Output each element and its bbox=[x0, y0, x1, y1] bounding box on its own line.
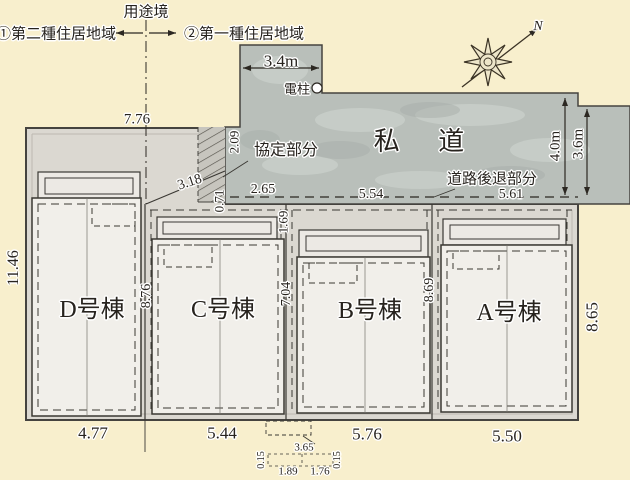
lot-a-building bbox=[440, 218, 573, 413]
dim-detail-side-left: 0.15 bbox=[256, 451, 267, 469]
lot-a-label: A号棟 bbox=[476, 300, 542, 326]
agreement-leader bbox=[222, 160, 249, 178]
dim-setback-seg1: 2.65 bbox=[250, 182, 276, 197]
compass-icon bbox=[461, 28, 538, 88]
lot-c-building bbox=[151, 216, 285, 415]
road-outer-width-label: 4.0m bbox=[547, 130, 564, 162]
dim-lot-d-width: 4.77 bbox=[78, 423, 108, 443]
dimension-arrows bbox=[116, 30, 590, 195]
agreement-label: 協定部分 bbox=[253, 142, 319, 159]
dim-right-height: 8.65 bbox=[582, 302, 602, 332]
boundary-detail bbox=[265, 420, 334, 467]
dim-lot-c-width: 5.44 bbox=[207, 423, 237, 443]
dim-setback-seg2: 5.54 bbox=[358, 187, 384, 202]
zone-right-label: ②第一種住居地域 bbox=[183, 26, 305, 43]
lot-d-label: D号棟 bbox=[59, 297, 125, 323]
dim-detail-total: 3.65 bbox=[294, 441, 314, 454]
dim-lot-b-width: 5.76 bbox=[352, 424, 382, 444]
road-texture bbox=[240, 56, 590, 189]
setback-leader bbox=[433, 188, 456, 198]
dim-c-top-offset: 1.69 bbox=[275, 210, 291, 234]
dim-agreement-height: 2.09 bbox=[226, 130, 242, 154]
dim-dc-height: 8.76 bbox=[139, 283, 154, 309]
compass-north-label: N bbox=[533, 19, 543, 34]
dim-detail-right: 1.76 bbox=[310, 465, 330, 478]
dim-setback-seg3: 5.61 bbox=[498, 187, 524, 202]
agreement-hatch bbox=[197, 127, 225, 203]
utility-pole-label: 電柱 bbox=[283, 81, 311, 97]
dim-left-height: 11.46 bbox=[5, 250, 22, 286]
use-boundary-label: 用途境 bbox=[123, 4, 169, 21]
diagonal-boundary bbox=[145, 170, 226, 205]
zone-left-label: ①第二種住居地域 bbox=[0, 26, 117, 43]
road-name-label: 私 道 bbox=[373, 127, 481, 156]
dim-detail-left: 1.89 bbox=[278, 465, 298, 478]
utility-pole-icon bbox=[311, 82, 323, 94]
road-inner-width-label: 3.6m bbox=[570, 128, 587, 160]
lot-d-building bbox=[31, 171, 142, 417]
road-area bbox=[224, 44, 630, 205]
dim-lot-a-width: 5.50 bbox=[492, 426, 522, 446]
road-front-width-label: 3.4m bbox=[263, 51, 299, 71]
dim-cb-height: 7.04 bbox=[279, 281, 294, 307]
dim-agreement-offset: 0.71 bbox=[211, 189, 227, 213]
lot-b-building bbox=[296, 229, 431, 414]
dim-detail-side-right: 0.15 bbox=[332, 451, 343, 469]
lot-b-label: B号棟 bbox=[337, 298, 403, 324]
dim-ba-height: 8.69 bbox=[422, 277, 437, 303]
dim-top-width: 7.76 bbox=[123, 111, 151, 128]
setback-label: 道路後退部分 bbox=[446, 171, 538, 188]
lot-c-label: C号棟 bbox=[190, 297, 256, 323]
